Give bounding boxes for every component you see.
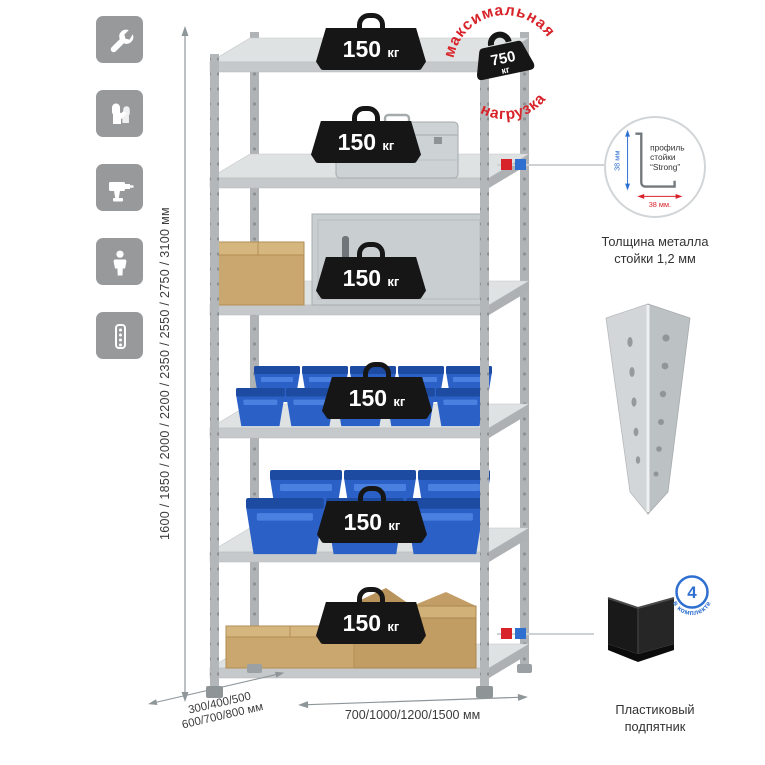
stamp-arc-bottom: нагрузка: [475, 88, 552, 130]
badge-count: 4: [687, 583, 697, 602]
plastic-foot-image: [607, 597, 675, 662]
feature-tile-post: [96, 312, 143, 359]
load-badge: 150 кг: [311, 106, 421, 163]
wrench-icon: [110, 29, 133, 52]
profile-label-1: профиль: [650, 142, 684, 152]
person-icon: [113, 250, 126, 275]
load-badge: 150 кг: [316, 242, 426, 299]
load-unit: кг: [388, 518, 401, 533]
stamp-weight-handle-icon: [487, 31, 512, 47]
load-unit: кг: [387, 45, 400, 60]
load-value: 150: [348, 385, 388, 411]
load-value: 150: [337, 129, 377, 155]
foot-caption: Пластиковый подпятник: [615, 702, 695, 734]
weight-handle-icon: [358, 486, 386, 502]
profile-label-3: “Strong”: [650, 162, 680, 172]
load-badge: 150 кг: [317, 486, 427, 543]
load-badge: 150 кг: [316, 13, 426, 70]
load-unit: кг: [387, 274, 400, 289]
depth-dimension-label: 300/400/500 600/700/800 мм: [146, 668, 293, 739]
stamp-weight-icon: [476, 40, 535, 81]
width-dimension-label: 700/1000/1200/1500 мм: [344, 708, 481, 722]
load-unit: кг: [393, 394, 406, 409]
load-value: 150: [342, 265, 382, 291]
red-marker-bottom: [501, 628, 512, 639]
load-unit: кг: [387, 619, 400, 634]
load-value: 150: [342, 610, 382, 636]
post-profile-detail: 38 мм 38 мм. профиль стойки “Strong”: [604, 116, 706, 218]
weight-handle-icon: [363, 362, 391, 378]
stamp-unit: кг: [500, 64, 510, 76]
post-profile-drawing: 38 мм 38 мм. профиль стойки “Strong”: [613, 129, 685, 209]
feature-tile-tools: [96, 16, 143, 63]
red-marker-top: [501, 159, 512, 170]
rack-post-icon: [114, 323, 126, 349]
connector-line-top: [497, 164, 604, 166]
depth-dimension-arrow: [147, 671, 285, 706]
profile-caption: Толщина металла стойки 1,2 мм: [601, 234, 709, 266]
profile-dim-horizontal: 38 мм.: [649, 200, 671, 209]
load-badge: 150 кг: [316, 587, 426, 644]
connector-line-bottom: [497, 633, 594, 635]
cardboard-box: [211, 241, 305, 306]
included-count-badge: 4 в комплекте: [671, 575, 713, 617]
svg-text:нагрузка: нагрузка: [475, 88, 552, 130]
height-dimension-label: 1600 / 1850 / 2000 / 2200 / 2350 / 2550 …: [158, 207, 172, 540]
max-load-stamp: максимальная нагрузка 750 кг: [433, 0, 561, 130]
profile-label-2: стойки: [650, 152, 676, 162]
weight-handle-icon: [357, 587, 385, 603]
feature-tile-person: [96, 238, 143, 285]
weight-handle-icon: [357, 13, 385, 29]
shelving-rack-illustration: [206, 32, 532, 698]
profile-dim-vertical: 38 мм: [613, 151, 622, 171]
load-unit: кг: [382, 138, 395, 153]
feature-tile-drill: [96, 164, 143, 211]
blue-marker-top: [515, 159, 526, 170]
weight-handle-icon: [352, 106, 380, 122]
feature-tile-gloves: [96, 90, 143, 137]
load-value: 150: [342, 36, 382, 62]
angle-post-image: [605, 303, 691, 516]
load-value: 150: [343, 509, 383, 535]
gloves-icon: [111, 103, 130, 124]
weight-handle-icon: [357, 242, 385, 258]
load-badge: 150 кг: [322, 362, 432, 419]
stamp-value: 750: [489, 48, 517, 70]
blue-marker-bottom: [515, 628, 526, 639]
height-dimension-arrow: [181, 26, 189, 702]
width-dimension-arrow: [298, 693, 528, 709]
drill-icon: [108, 181, 133, 201]
